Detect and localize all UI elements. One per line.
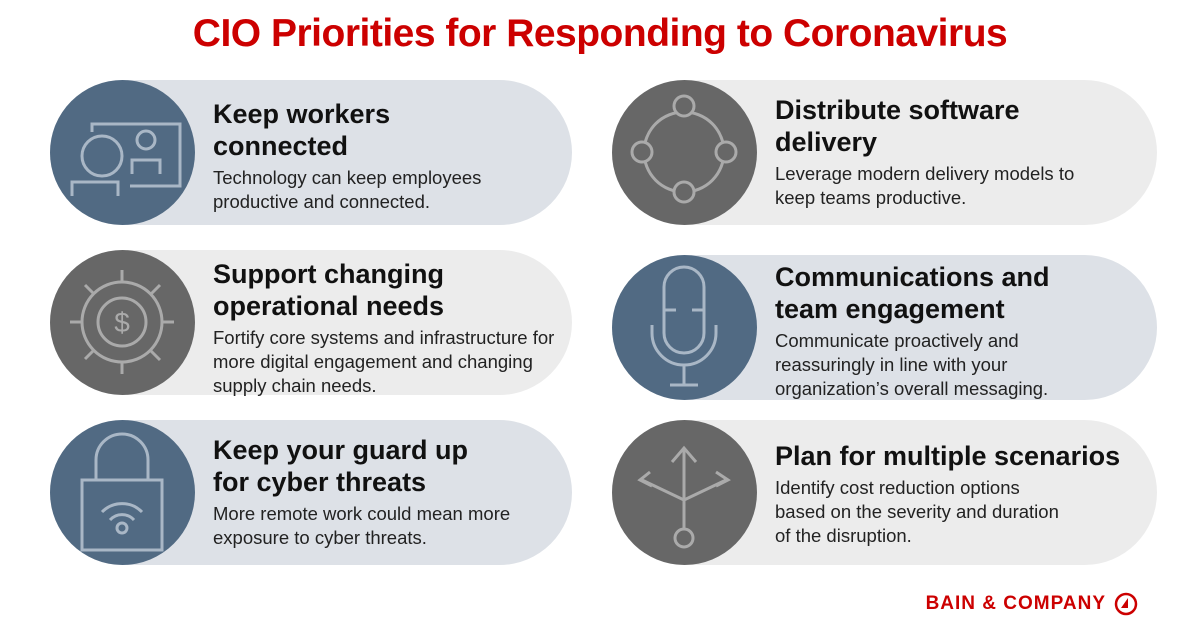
logo-text: BAIN & COMPANY [925,593,1106,614]
logo-mark-icon [1114,592,1138,616]
card-body: Communicate proactively and reassuringly… [775,330,1049,399]
card-body: More remote work could mean more exposur… [213,503,511,548]
card-body: Leverage modern delivery models to keep … [775,163,1075,208]
card-body: Technology can keep employees productive… [213,167,482,212]
team-network-icon [612,80,757,225]
card-heading: Communications and team engagement [775,262,1050,324]
microphone-icon [612,255,757,400]
card-heading: Distribute software delivery [775,95,1020,157]
card-body: Identify cost reduction options based on… [775,477,1059,546]
gear-dollar-icon: $ [50,250,195,395]
branching-arrows-icon [612,420,757,565]
card-heading: Plan for multiple scenarios [775,441,1121,471]
svg-text:$: $ [114,307,130,338]
card-heading: Support changing operational needs [213,259,445,321]
page-title: CIO Priorities for Responding to Coronav… [192,12,1008,55]
video-call-icon [50,80,195,225]
card-heading: Keep workers connected [213,99,391,161]
card-heading: Keep your guard up for cyber threats [213,435,469,497]
card-body: Fortify core systems and infrastructure … [213,327,555,396]
bain-logo: BAIN & COMPANY [926,592,1138,616]
lock-wifi-icon [50,420,195,565]
